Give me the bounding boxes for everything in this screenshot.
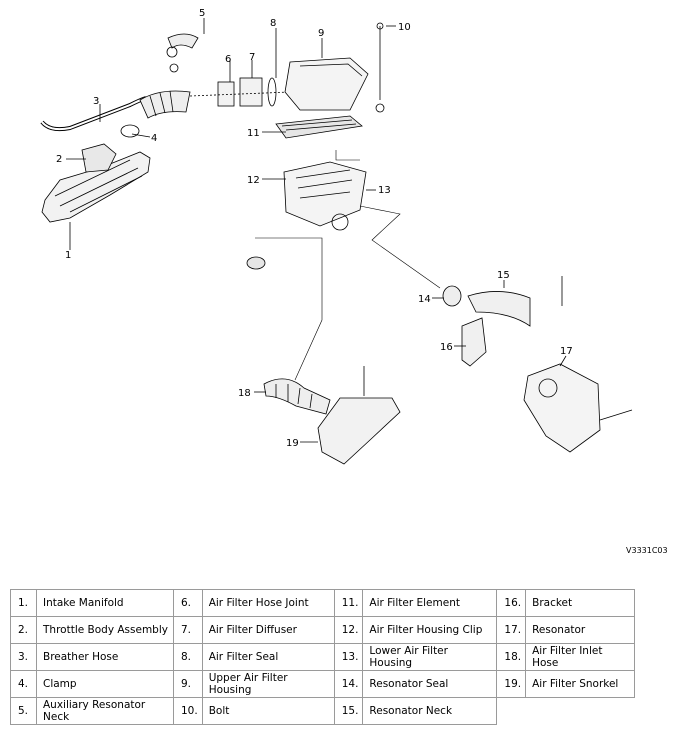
callout-15: 15 [497,270,510,281]
legend-number: 7. [173,616,203,644]
legend-label: Breather Hose [36,643,174,671]
part-resonator-seal [442,285,462,307]
legend-label: Resonator Seal [362,670,498,698]
exploded-parts-diagram: 1 2 3 4 5 6 7 8 9 10 11 12 13 14 15 16 1… [40,8,633,465]
callout-16: 16 [440,342,453,353]
legend-label: Resonator [525,616,636,644]
legend-number: 14. [333,670,364,698]
legend-label: Air Filter Element [362,589,498,617]
callout-7: 7 [249,52,255,63]
part-upper-housing [284,57,369,111]
callout-5: 5 [199,8,205,19]
part-throttle-body [81,143,117,173]
part-clamp [120,124,140,138]
figure-id: V3331C03 [626,546,668,555]
part-lower-housing [283,161,367,227]
part-aux-resonator-neck [167,33,199,49]
legend-label: Throttle Body Assembly [36,616,174,644]
legend-number: 19. [496,670,527,698]
callout-6: 6 [225,54,231,65]
legend-number: 4. [10,670,37,698]
part-inlet-hose [263,378,331,415]
legend-number: 8. [173,643,203,671]
legend-label: Air Filter Seal [201,643,335,671]
legend-number: 17. [496,616,527,644]
legend-label: Lower Air Filter Housing [362,643,498,671]
legend-label: Upper Air Filter Housing [201,670,335,698]
legend-label: Intake Manifold [36,589,174,617]
legend-number: 6. [173,589,203,617]
callout-2: 2 [56,154,62,165]
legend-number: 1. [10,589,37,617]
callout-18: 18 [238,388,251,399]
callout-19: 19 [286,438,299,449]
callout-17: 17 [560,346,573,357]
legend-label: Air Filter Hose Joint [201,589,335,617]
part-air-snorkel [317,397,401,465]
legend-number: 11. [333,589,364,617]
part-intake-duct [139,90,191,119]
legend-number: 2. [10,616,37,644]
callout-13: 13 [378,185,391,196]
legend-label: Bolt [201,697,335,725]
legend-number: 10. [173,697,203,725]
legend-number: 9. [173,670,203,698]
legend-number: 15. [333,697,364,725]
legend-label: Resonator Neck [362,697,498,725]
part-resonator [523,363,601,453]
part-diffuser [239,77,263,107]
legend-number: 13. [333,643,364,671]
part-filter-seal [267,77,277,107]
callout-3: 3 [93,96,99,107]
legend-label: Air Filter Diffuser [201,616,335,644]
callout-12: 12 [247,175,260,186]
legend-label: Air Filter Housing Clip [362,616,498,644]
callout-10: 10 [398,22,411,33]
legend-number: 5. [10,697,37,725]
legend-number: 16. [496,589,527,617]
legend-number [497,698,526,725]
legend-label: Air Filter Inlet Hose [525,643,636,671]
legend-label: Bracket [525,589,636,617]
legend-label: Auxiliary Resonator Neck [36,697,174,725]
callout-9: 9 [318,28,324,39]
legend-label [526,698,635,725]
legend-label: Clamp [36,670,174,698]
legend-number: 18. [496,643,527,671]
callout-14: 14 [418,294,431,305]
legend-number: 12. [333,616,364,644]
legend-number: 3. [10,643,37,671]
callout-11: 11 [247,128,260,139]
callout-1: 1 [65,250,71,261]
callout-8: 8 [270,18,276,29]
part-resonator-neck [467,291,531,327]
part-bracket [461,317,487,367]
callout-4: 4 [151,133,157,144]
legend-label: Air Filter Snorkel [525,670,636,698]
